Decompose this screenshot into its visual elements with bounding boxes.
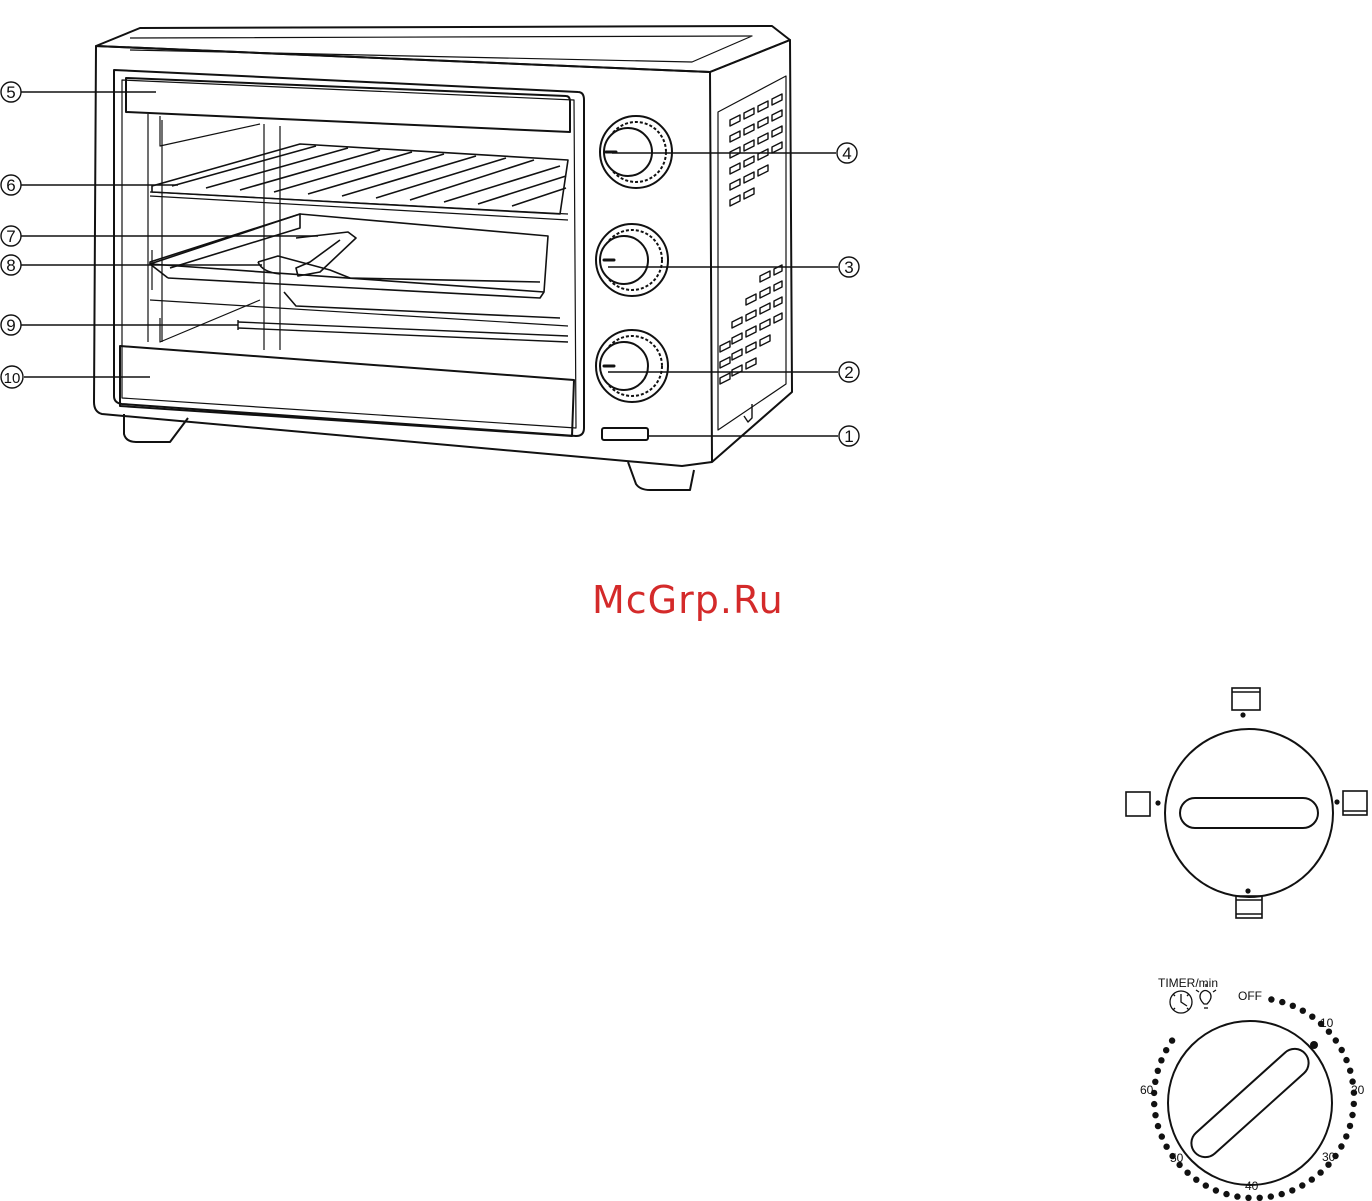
oven-right-side — [710, 40, 792, 462]
timer-scale-dot — [1317, 1169, 1323, 1175]
oven-top — [96, 26, 790, 72]
callout-6: 6 — [1, 175, 21, 195]
callout-3: 3 — [839, 257, 859, 277]
timer-label-60: 60 — [1140, 1083, 1154, 1097]
timer-scale-dot — [1268, 996, 1274, 1002]
timer-scale-dot — [1279, 1191, 1285, 1197]
timer-scale-dot — [1163, 1144, 1169, 1150]
timer-scale-dot — [1339, 1047, 1345, 1053]
timer-scale-dot — [1351, 1101, 1357, 1107]
timer-scale-dot — [1309, 1176, 1315, 1182]
timer-label-40: 40 — [1245, 1179, 1259, 1193]
baking-tray — [150, 214, 560, 318]
timer-label-20: 20 — [1351, 1083, 1365, 1097]
callout-7: 7 — [1, 226, 21, 246]
wire-rack — [152, 144, 568, 214]
svg-text:2: 2 — [844, 363, 853, 382]
side-vents-bottom — [720, 265, 782, 384]
svg-text:10: 10 — [4, 370, 21, 387]
timer-scale-dot — [1347, 1123, 1353, 1129]
knob-timer[interactable] — [596, 330, 668, 402]
callout-10: 10 — [1, 366, 23, 388]
callout-4: 4 — [837, 143, 857, 163]
svg-text:4: 4 — [842, 144, 851, 163]
oven-illustration — [94, 26, 792, 490]
timer-label-30: 30 — [1322, 1150, 1336, 1164]
svg-text:8: 8 — [6, 256, 15, 275]
off-icon — [1126, 792, 1150, 816]
watermark: McGrp.Ru — [592, 578, 784, 622]
timer-scale-dot — [1184, 1170, 1190, 1176]
timer-scale-dot — [1151, 1101, 1157, 1107]
heating-element — [238, 322, 568, 342]
timer-scale-dot — [1289, 1187, 1295, 1193]
timer-scale-dot — [1309, 1014, 1315, 1020]
door-handle — [126, 78, 570, 132]
bottom-heater-icon — [1343, 791, 1367, 815]
timer-scale-dot — [1213, 1187, 1219, 1193]
timer-scale-dot — [1347, 1068, 1353, 1074]
timer-scale-dot — [1152, 1112, 1158, 1118]
timer-scale-dot — [1245, 1195, 1251, 1201]
timer-scale-dot — [1223, 1191, 1229, 1197]
timer-scale-dot — [1279, 999, 1285, 1005]
callout-8: 8 — [1, 255, 21, 275]
timer-scale-dot — [1268, 1193, 1274, 1199]
both-heaters-icon — [1236, 896, 1262, 918]
callout-1: 1 — [839, 426, 859, 446]
timer-scale-dot — [1158, 1057, 1164, 1063]
timer-pointer-dot — [1310, 1041, 1318, 1049]
knob-function[interactable] — [596, 224, 668, 296]
function-knob-dial — [1165, 729, 1333, 897]
timer-knob-detail: TIMER/min OFF 10 20 30 40 50 60 — [1140, 976, 1365, 1201]
function-knob-detail — [1126, 688, 1367, 918]
callout-5: 5 — [1, 82, 21, 102]
timer-scale-dot — [1203, 1182, 1209, 1188]
svg-text:3: 3 — [844, 258, 853, 277]
timer-scale-dot — [1349, 1112, 1355, 1118]
timer-scale-dot — [1300, 1008, 1306, 1014]
timer-scale-dot — [1159, 1133, 1165, 1139]
timer-scale-dot — [1169, 1037, 1175, 1043]
callout-leaders — [21, 92, 838, 436]
timer-knob-grip — [1186, 1043, 1315, 1163]
svg-text:6: 6 — [6, 176, 15, 195]
power-indicator-light — [602, 428, 648, 440]
svg-text:5: 5 — [6, 83, 15, 102]
timer-scale-dot — [1234, 1193, 1240, 1199]
timer-scale-dot — [1163, 1047, 1169, 1053]
timer-scale-dot — [1333, 1037, 1339, 1043]
timer-scale-dot — [1343, 1133, 1349, 1139]
side-vents-top — [730, 94, 782, 206]
timer-label-off: OFF — [1238, 989, 1262, 1003]
timer-scale-dot — [1257, 1195, 1263, 1201]
timer-scale-dot — [1290, 1003, 1296, 1009]
svg-text:9: 9 — [6, 316, 15, 335]
knob-temperature[interactable] — [600, 116, 672, 188]
function-knob-grip — [1180, 798, 1318, 828]
timer-title: TIMER/min — [1158, 976, 1218, 990]
timer-label-10: 10 — [1320, 1016, 1334, 1030]
timer-scale-dot — [1343, 1057, 1349, 1063]
svg-text:1: 1 — [844, 427, 853, 446]
timer-scale-dot — [1338, 1143, 1344, 1149]
top-heater-icon — [1232, 688, 1260, 710]
clock-icon — [1170, 991, 1192, 1013]
timer-scale-dot — [1155, 1068, 1161, 1074]
timer-scale-dot — [1299, 1182, 1305, 1188]
timer-knob-dial — [1168, 1021, 1332, 1185]
svg-text:7: 7 — [6, 227, 15, 246]
timer-scale-dot — [1193, 1177, 1199, 1183]
callout-2: 2 — [839, 362, 859, 382]
timer-scale-dot — [1155, 1123, 1161, 1129]
callout-9: 9 — [1, 315, 21, 335]
timer-label-50: 50 — [1170, 1151, 1184, 1165]
